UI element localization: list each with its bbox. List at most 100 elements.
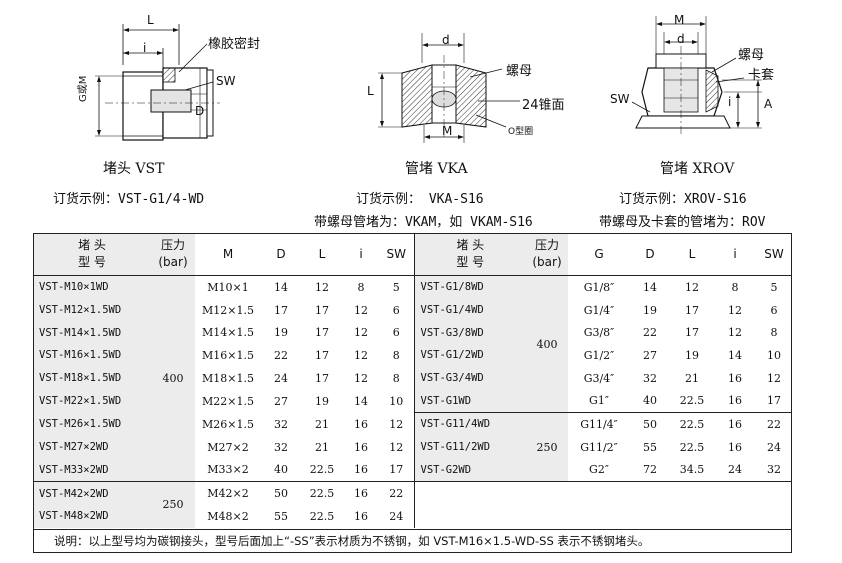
left-thread-cell: M10×1 [207,280,249,294]
left-model-cell: VST-M12×1.5WD [33,298,151,322]
left-SW-cell: 8 [379,344,415,367]
header-i: i [359,246,363,261]
right-D-cell: 22 [643,326,657,340]
left-model-cell: VST-M10×1WD [33,275,151,299]
header-D: D [276,246,286,261]
table-header-row: 堵 头型 号 压力(bar) M D L i SW 堵 头型 号 压力(bar)… [33,233,792,276]
vka-label-cone: 24锥面 [522,98,565,113]
right-thread-cell: G3/8″ [583,326,615,340]
vst-label-d: D [195,104,205,118]
right-i-cell: 16 [728,371,742,385]
right-i-cell: 16 [728,394,742,408]
left-thread-cell: M14×1.5 [202,326,254,340]
xrov-label-M: M [674,13,685,27]
header-L: L [318,246,326,261]
vst-label-i: i [143,41,147,55]
left-thread-cell: M16×1.5 [202,348,254,362]
header-i-right: i [733,246,737,261]
left-model-cell: VST-M14×1.5WD [33,321,151,345]
left-thread-cell: M27×2 [207,440,249,454]
header-L-right: L [688,246,696,261]
right-D-cell: 27 [643,348,657,362]
left-L-cell: 17 [315,371,329,385]
left-D-cell: 14 [274,280,288,294]
right-model-cell: VST-G3/4WD [414,366,526,390]
left-thread-cell: M22×1.5 [202,394,254,408]
right-D-cell: 14 [643,280,657,294]
right-model-cell: VST-G3/8WD [414,321,526,345]
right-L-cell: 19 [685,348,699,362]
vka-label-d: d [442,33,450,47]
right-thread-cell: G2″ [589,463,609,477]
left-L-cell: 21 [315,440,329,454]
header-G: G [594,246,604,261]
left-D-cell: 17 [274,303,288,317]
xrov-caption: 管堵 XROV [660,161,735,177]
left-SW-cell: 5 [379,275,415,299]
right-model-cell: VST-G11/4WD [414,412,526,436]
header-model-right: 堵 头型 号 [414,233,526,276]
vst-drawing [95,24,220,141]
left-model-cell: VST-M26×1.5WD [33,412,151,436]
xrov-label-ferrule: 卡套 [748,68,775,83]
right-L-cell: 17 [685,326,699,340]
right-D-cell: 32 [643,371,657,385]
right-SW-cell: 12 [767,371,781,385]
xrov-label-i: i [728,95,732,109]
left-SW-cell: 6 [379,321,415,345]
right-D-cell: 55 [643,440,657,454]
right-L-cell: 22.5 [670,412,714,436]
xrov-drawing [631,16,762,136]
left-D-cell: 40 [274,463,288,477]
left-thread-cell: M18×1.5 [202,371,254,385]
left-SW-cell: 12 [379,435,415,459]
left-L-cell: 12 [315,280,329,294]
right-i-cell: 8 [731,280,739,294]
right-thread-cell: G11/4″ [568,412,630,436]
vka-caption: 管堵 VKA [405,161,468,177]
header-pressure-right: 压力(bar) [526,233,568,276]
xrov-label-A: A [764,97,773,111]
left-L-cell: 19 [315,394,329,408]
left-i-cell: 8 [357,280,365,294]
right-L-cell: 22.5 [679,394,705,408]
left-SW-cell: 12 [379,412,415,436]
right-i-cell: 12 [728,326,742,340]
header-SW: SW [379,233,415,276]
right-thread-cell: G1/4″ [583,303,615,317]
right-model-cell: VST-G1/8WD [414,275,526,299]
vka-order-example: 订货示例： VKA-S16 [356,192,484,207]
left-D-cell: 32 [274,417,288,431]
right-SW-cell: 24 [767,440,781,454]
left-thread-cell: M26×1.5 [202,417,254,431]
right-pressure-cell: 250 [526,412,568,482]
empty-block [414,481,792,528]
right-L-cell: 12 [685,280,699,294]
vst-label-sw: SW [216,74,236,88]
xrov-order-example: 订货示例：XROV-S16 [619,192,747,207]
vst-caption: 堵头 VST [103,161,165,177]
vka-label-L: L [367,84,374,98]
left-i-cell: 14 [354,394,368,408]
right-thread-cell: G1/8″ [583,280,615,294]
left-i-cell: 16 [354,417,368,431]
right-i-cell: 24 [728,463,742,477]
left-D-cell: 22 [274,348,288,362]
header-SW-right: SW [764,246,784,261]
right-thread-cell: G1/2″ [583,348,615,362]
right-model-cell: VST-G1/2WD [414,344,526,367]
vka-label-oring: O型圈 [508,127,534,137]
vst-label-g: G或M [78,75,89,102]
right-SW-cell: 32 [767,463,781,477]
left-D-cell: 32 [274,440,288,454]
right-L-cell: 21 [685,371,699,385]
left-L-cell: 17 [315,348,329,362]
vst-label-L: L [147,13,154,27]
left-thread-cell: M42×2 [195,481,261,505]
left-SW-cell: 22 [379,481,415,505]
